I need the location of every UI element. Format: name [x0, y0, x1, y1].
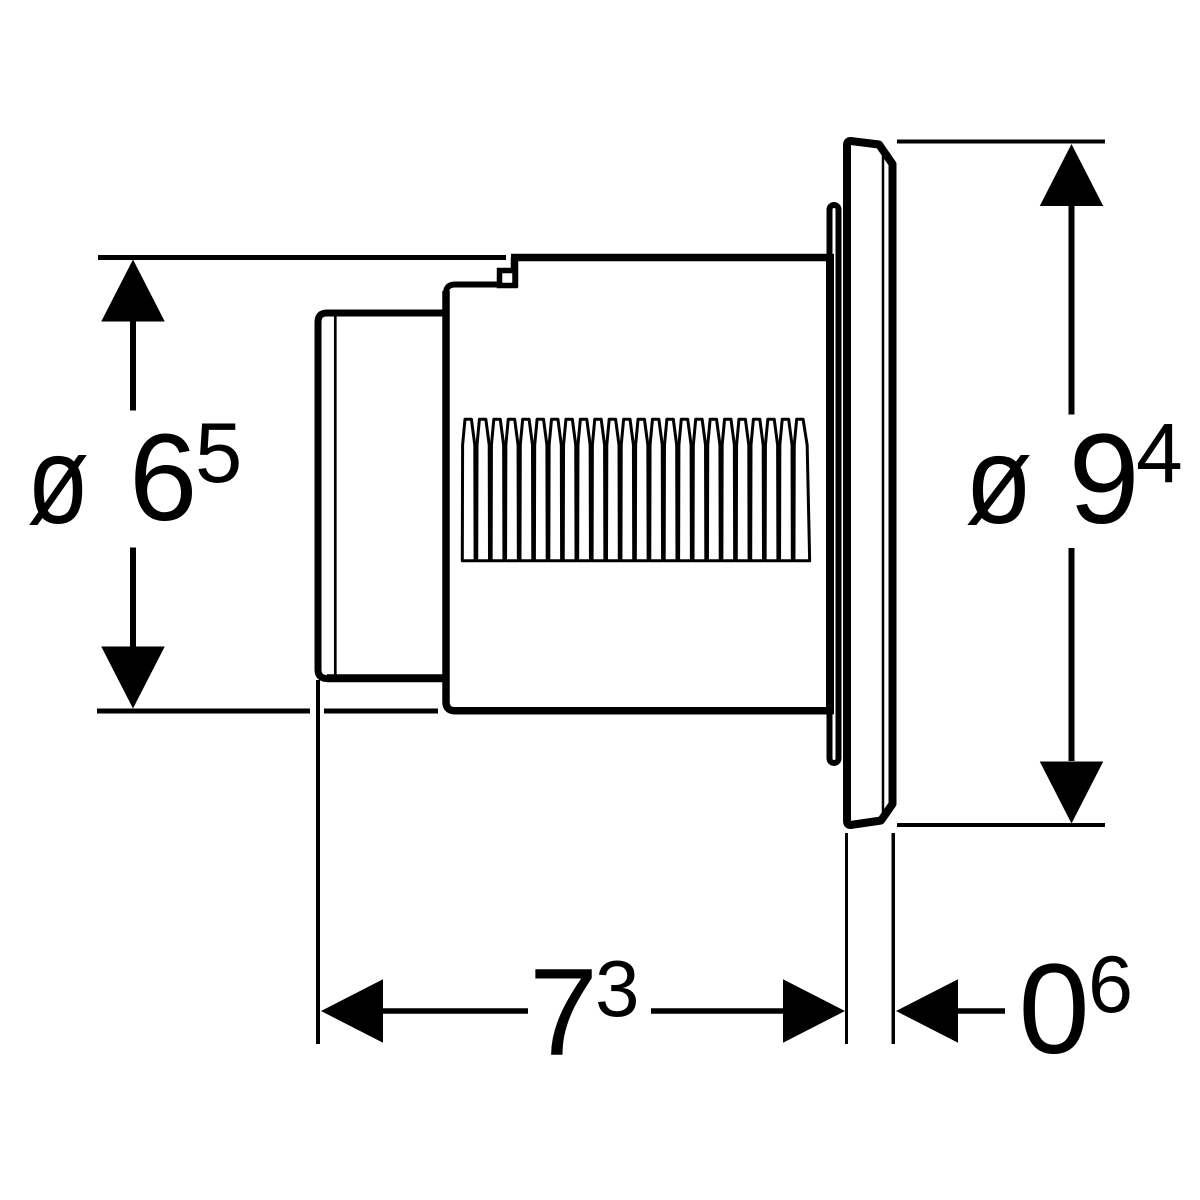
- svg-text:4: 4: [1136, 406, 1183, 500]
- svg-text:7: 7: [529, 944, 598, 1082]
- svg-text:ø: ø: [965, 411, 1032, 549]
- svg-text:6: 6: [1088, 940, 1133, 1030]
- svg-text:6: 6: [129, 410, 197, 547]
- svg-text:9: 9: [1069, 408, 1140, 551]
- svg-text:ø: ø: [27, 411, 89, 550]
- svg-text:0: 0: [1019, 938, 1090, 1081]
- svg-text:3: 3: [595, 944, 640, 1033]
- svg-text:5: 5: [195, 406, 242, 501]
